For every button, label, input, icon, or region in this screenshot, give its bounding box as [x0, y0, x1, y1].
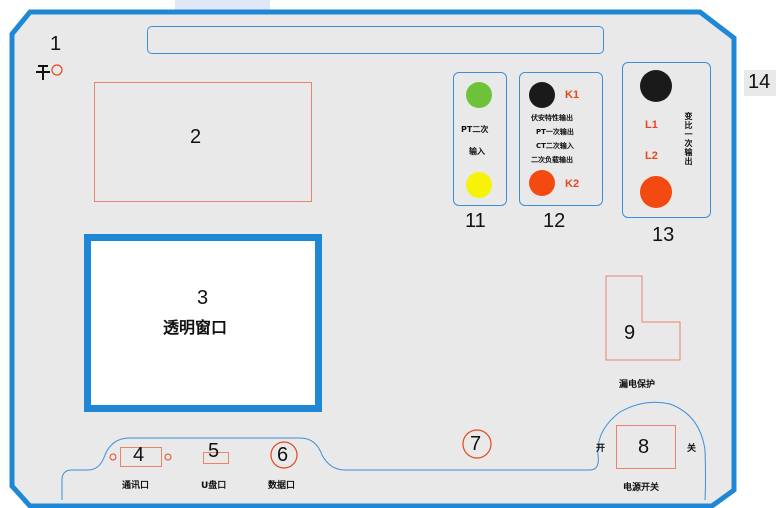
pt-input-line2: 输入 [469, 147, 485, 156]
label-11: 11 [465, 210, 486, 232]
comm-port[interactable] [120, 447, 162, 467]
label-3: 3 [197, 287, 209, 309]
top-display-slot [147, 26, 604, 54]
l2-label: L2 [645, 150, 658, 162]
power-switch[interactable] [616, 425, 676, 469]
ground-terminal [51, 64, 63, 76]
power-switch-label: 电源开关 [623, 483, 660, 493]
label-2: 2 [190, 126, 202, 148]
green-terminal[interactable] [466, 82, 492, 108]
printer-area [94, 82, 312, 202]
comm-port-label: 通讯口 [122, 481, 150, 491]
usb-port[interactable] [203, 452, 229, 464]
data-port-label: 数据口 [268, 481, 296, 491]
k1-label: K1 [565, 89, 580, 101]
label-13: 13 [652, 224, 675, 246]
k-line-2: PT一次输出 [536, 128, 574, 136]
leak-protector-label: 漏电保护 [619, 380, 656, 390]
k-line-4: 二次负载输出 [531, 156, 573, 164]
label-4: 4 [133, 444, 145, 466]
k1-terminal[interactable] [529, 82, 555, 108]
leak-protector-outline [605, 275, 681, 361]
label-5: 5 [208, 440, 220, 462]
k-line-1: 伏安特性输出 [531, 114, 573, 122]
l-terminal-block [622, 62, 711, 218]
label-6: 6 [277, 444, 289, 466]
k2-terminal[interactable] [529, 170, 555, 196]
l-side-label: 变比一次输出 [684, 112, 693, 166]
k-terminal-block [519, 72, 603, 206]
label-12: 12 [543, 210, 566, 232]
k2-label: K2 [565, 178, 580, 190]
yellow-terminal[interactable] [466, 172, 492, 198]
power-on-label: 开 [596, 444, 606, 454]
l2-terminal[interactable] [640, 176, 672, 208]
label-7: 7 [470, 433, 482, 455]
power-off-label: 关 [687, 444, 697, 454]
item-6-circle [270, 441, 298, 469]
pt-input-line1: PT二次 [461, 125, 489, 134]
l1-terminal[interactable] [640, 70, 672, 102]
label-9: 9 [624, 322, 636, 344]
usb-port-label: U盘口 [201, 481, 227, 491]
item-7-circle [462, 429, 492, 459]
comm-port-screw-right [164, 453, 172, 461]
transparent-window [84, 234, 322, 412]
l1-label: L1 [645, 119, 658, 131]
port-notch [61, 401, 706, 501]
comm-port-screw-left [109, 453, 117, 461]
label-14: 14 [748, 71, 771, 93]
transparent-window-title: 透明窗口 [163, 318, 228, 337]
pt-input-block [453, 72, 507, 206]
label-1: 1 [50, 33, 62, 55]
k-line-3: CT二次输入 [536, 142, 574, 150]
label-8: 8 [638, 436, 650, 458]
ground-icon [36, 65, 50, 80]
label-14-box [744, 70, 776, 96]
